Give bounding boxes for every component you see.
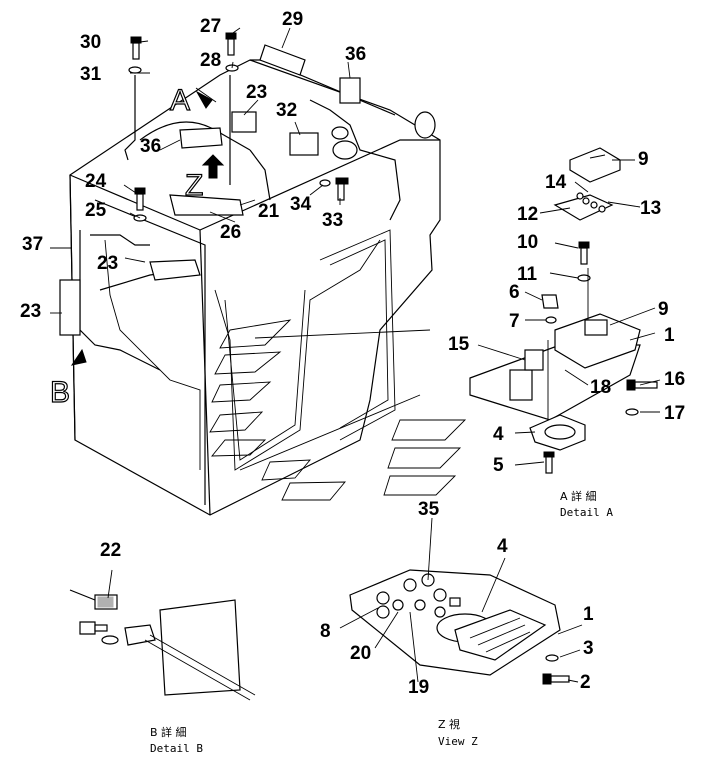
callout-4-z: 4 xyxy=(497,536,508,557)
view-arrow-z xyxy=(201,154,225,179)
callout-34: 34 xyxy=(290,194,312,215)
callout-11: 11 xyxy=(517,264,538,285)
callout-20: 20 xyxy=(350,643,371,664)
callout-18: 18 xyxy=(590,377,611,398)
view-z xyxy=(339,517,583,685)
bolt-2 xyxy=(542,673,570,685)
detail-a xyxy=(469,147,661,474)
callout-37: 37 xyxy=(22,234,43,255)
callout-23-top: 23 xyxy=(246,82,267,103)
view-arrow-b xyxy=(70,348,87,366)
callout-labels: 30 31 27 28 29 36 36 23 32 24 25 34 33 2… xyxy=(20,9,685,698)
callout-6: 6 xyxy=(509,282,520,303)
callout-2: 2 xyxy=(580,672,591,693)
callout-1-z: 1 xyxy=(583,604,594,625)
callout-23-left: 23 xyxy=(20,301,41,322)
callout-9-mid: 9 xyxy=(658,299,669,320)
wiring-harness xyxy=(59,32,401,371)
view-marker-z: Z xyxy=(185,169,203,202)
callout-33: 33 xyxy=(322,210,343,231)
callout-26: 26 xyxy=(220,222,241,243)
bolt-33 xyxy=(335,177,349,201)
callout-4-a: 4 xyxy=(493,424,504,445)
callout-7: 7 xyxy=(509,311,520,332)
detail-b xyxy=(69,569,256,701)
callout-19: 19 xyxy=(408,677,429,698)
view-marker-letters: A Z B xyxy=(49,83,204,409)
callout-36-top: 36 xyxy=(345,44,366,65)
bolt-10 xyxy=(578,241,590,265)
callout-12: 12 xyxy=(517,204,538,225)
callout-17: 17 xyxy=(664,403,685,424)
bolt-24 xyxy=(134,187,146,211)
caption-detail-a-jp: A 詳 細 xyxy=(560,489,597,503)
floor-grating xyxy=(209,319,467,501)
callout-8: 8 xyxy=(320,621,331,642)
captions: A 詳 細 Detail A B 詳 細 Detail B Z 視 View Z xyxy=(150,489,613,755)
caption-detail-b-en: Detail B xyxy=(150,742,203,755)
caption-detail-b-jp: B 詳 細 xyxy=(150,725,187,739)
callout-30: 30 xyxy=(80,32,101,53)
callout-16: 16 xyxy=(664,369,685,390)
callout-27: 27 xyxy=(200,16,221,37)
callout-36-left: 36 xyxy=(140,136,161,157)
callout-24: 24 xyxy=(85,171,107,192)
caption-view-z-en: View Z xyxy=(438,735,478,748)
callout-25: 25 xyxy=(85,200,107,221)
caption-detail-a-en: Detail A xyxy=(560,506,613,519)
view-marker-a: A xyxy=(170,84,190,117)
callout-3: 3 xyxy=(583,638,594,659)
leader-lines-main xyxy=(50,27,351,314)
callout-31: 31 xyxy=(80,64,102,85)
caption-view-z-jp: Z 視 xyxy=(438,717,460,731)
callout-21: 21 xyxy=(258,201,280,222)
view-arrow-a xyxy=(195,87,217,109)
callout-32: 32 xyxy=(276,100,297,121)
callout-28: 28 xyxy=(200,50,221,71)
view-marker-b: B xyxy=(50,376,70,409)
callout-5: 5 xyxy=(493,455,504,476)
callout-9-top: 9 xyxy=(638,149,649,170)
callout-13: 13 xyxy=(640,198,661,219)
callout-23-mid: 23 xyxy=(97,253,118,274)
callout-35: 35 xyxy=(418,499,440,520)
callout-15: 15 xyxy=(448,334,470,355)
bolt-27 xyxy=(225,32,237,56)
bolt-16 xyxy=(626,379,658,391)
callout-22: 22 xyxy=(100,540,121,561)
callout-14: 14 xyxy=(545,172,567,193)
callout-10: 10 xyxy=(517,232,538,253)
bolt-30 xyxy=(130,36,142,60)
callout-29: 29 xyxy=(282,9,303,30)
callout-1-a: 1 xyxy=(664,325,675,346)
